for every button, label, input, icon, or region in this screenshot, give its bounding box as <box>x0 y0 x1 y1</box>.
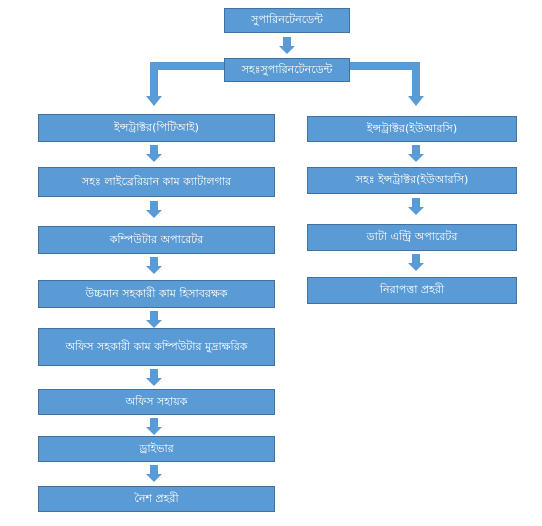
left-node-0: ইন্সট্রাক্টর(পিটিআই) <box>38 114 275 142</box>
left-node-5: অফিস সহায়ক <box>38 389 275 415</box>
left-node-6: ড্রাইভার <box>38 436 275 462</box>
arrow-down-icon <box>408 254 424 271</box>
arrow-down-icon <box>146 369 162 386</box>
right-node-0: ইন্সট্রাক্টর(ইউআরসি) <box>307 116 517 142</box>
asst-superintendent-box: সহঃসুপারিনটেনডেন্ট <box>224 58 350 82</box>
arrow-down-icon <box>146 201 162 218</box>
arrow-down-icon <box>146 311 162 328</box>
arrow-down-icon <box>279 37 295 54</box>
arrow-down-icon <box>146 418 162 435</box>
left-node-3: উচ্চমান সহকারী কাম হিসাবরক্ষক <box>38 280 275 308</box>
branch-connector <box>146 62 424 106</box>
arrow-down-icon <box>408 145 424 162</box>
arrow-down-icon <box>146 145 162 162</box>
arrow-down-icon <box>146 465 162 482</box>
right-node-3: নিরাপত্তা প্রহরী <box>307 277 517 304</box>
asst-superintendent-label: সহঃসুপারিনটেনডেন্ট <box>241 62 333 76</box>
superintendent-label: সুপারিনটেনডেন্ট <box>251 13 323 26</box>
left-node-4: অফিস সহকারী কাম কম্পিউটার মুদ্রাক্ষরিক <box>38 328 275 366</box>
left-node-2: কম্পিউটার অপারেটর <box>38 226 275 254</box>
right-node-2: ডাটা এন্ট্রি অপারেটর <box>307 224 517 251</box>
left-node-1: সহঃ লাইব্রেরিয়ান কাম ক্যাটালগার <box>38 167 275 197</box>
arrow-down-icon <box>146 257 162 274</box>
right-node-1: সহঃ ইন্সট্রাক্টর(ইউআরসি) <box>307 167 517 194</box>
left-node-7: নৈশ প্রহরী <box>38 486 275 512</box>
arrow-down-icon <box>408 198 424 215</box>
superintendent-box: সুপারিনটেনডেন্ট <box>224 8 350 33</box>
